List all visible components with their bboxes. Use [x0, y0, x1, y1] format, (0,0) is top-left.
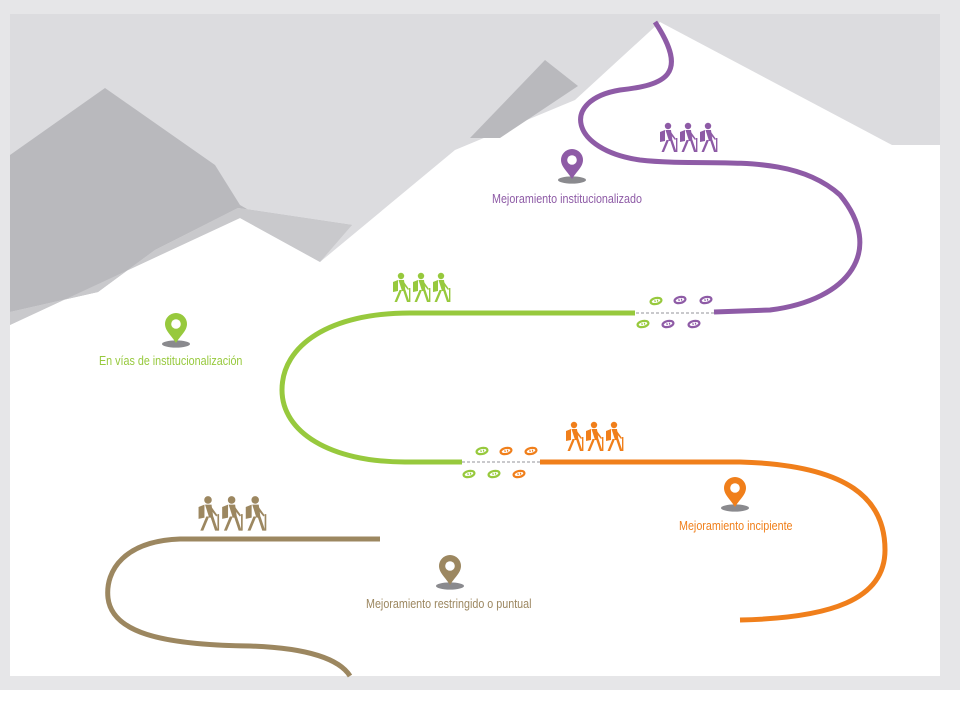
transition-upper: [635, 294, 714, 330]
frame-bottom: [0, 676, 960, 690]
trail-group: [105, 20, 888, 678]
frame-right: [940, 0, 960, 690]
frame-left: [0, 0, 10, 690]
mountain-light: [10, 14, 940, 325]
stage-label-incipient: Mejoramiento incipiente: [679, 519, 793, 533]
transition-lower: [461, 445, 540, 480]
trail-brown: [105, 536, 380, 678]
mountains: [10, 14, 940, 325]
stage-label-restricted: Mejoramiento restringido o puntual: [366, 597, 532, 611]
trail-green: [279, 310, 635, 465]
stage-label-in-progress: En vías de institucionalización: [99, 354, 243, 368]
mountain-dark-right: [470, 60, 578, 138]
frame-top: [0, 0, 960, 14]
trail-orange: [540, 459, 888, 623]
stage-label-institutionalized: Mejoramiento institucionalizado: [492, 192, 642, 206]
trail-purple: [578, 20, 863, 315]
mountain-dark-left: [10, 88, 352, 312]
